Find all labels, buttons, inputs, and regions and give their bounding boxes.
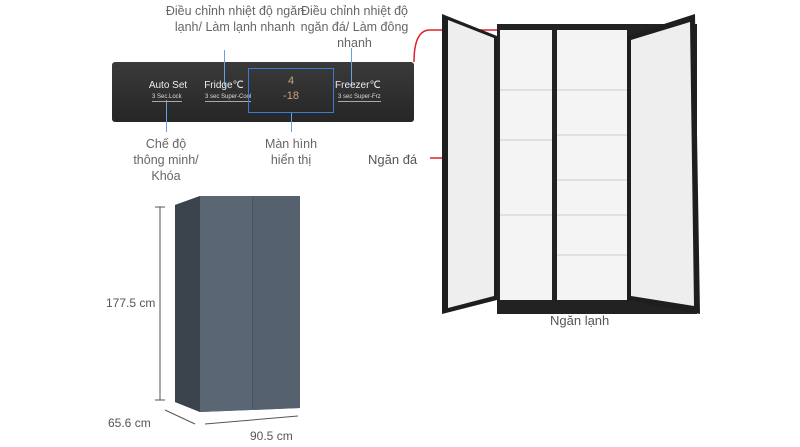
- pointer-line: [224, 50, 225, 86]
- fridge-sub: 3 sec Super-Cool: [205, 94, 252, 102]
- pointer-line: [351, 48, 352, 86]
- closed-fridge-image: [175, 196, 300, 412]
- display-top: 4: [287, 75, 295, 87]
- freezer-adjust-label: Điều chỉnh nhiệt độ ngăn đá/ Làm đông nh…: [300, 4, 409, 50]
- fridge-button[interactable]: Fridge℃: [204, 80, 244, 91]
- pointer-line: [291, 113, 292, 132]
- width-dimension: 90.5 cm: [250, 429, 293, 443]
- dimension-lines: [155, 206, 299, 425]
- fridge-adjust-label: Điều chỉnh nhiệt độ ngăn lạnh/ Làm lạnh …: [165, 4, 305, 34]
- freezer-sub: 3 sec Super-Frz: [338, 94, 381, 102]
- fridge-compartment-label: Ngăn lạnh: [550, 313, 610, 328]
- display-bottom: -18: [283, 90, 299, 102]
- freezer-button[interactable]: Freezer℃: [335, 80, 381, 91]
- auto-set-button[interactable]: Auto Set: [148, 80, 188, 91]
- open-fridge-image: [442, 14, 700, 314]
- depth-dimension: 65.6 cm: [108, 416, 151, 430]
- smart-mode-label: Chế độ thông minh/ Khóa: [133, 137, 199, 183]
- freezer-compartment-label: Ngăn đá: [368, 152, 418, 167]
- display-label: Màn hình hiển thị: [264, 137, 318, 167]
- height-dimension: 177.5 cm: [106, 296, 156, 310]
- auto-set-sub: 3 Sec.Lock: [152, 94, 182, 102]
- panel-callout-line: [413, 29, 580, 63]
- display-screen: 4 -18: [248, 68, 334, 113]
- pointer-line: [166, 100, 167, 132]
